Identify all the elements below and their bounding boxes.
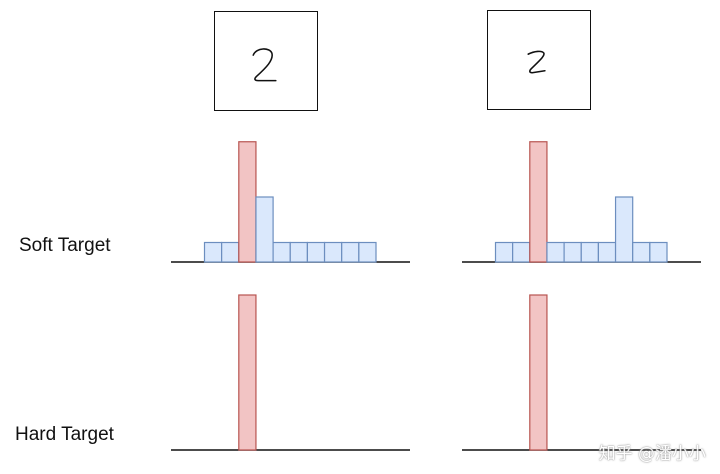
hard-target-label: Hard Target — [15, 424, 114, 445]
bar-class-3 — [546, 241, 565, 263]
bar-class-2 — [238, 294, 257, 451]
bar-class-5 — [289, 241, 308, 263]
bar-class-9 — [358, 241, 377, 263]
bar-class-7 — [614, 196, 634, 263]
handwritten-digit-2-right — [527, 50, 546, 74]
digit-image-left — [214, 11, 318, 111]
chart-right-hard-target — [462, 294, 701, 451]
bar-class-1 — [512, 241, 531, 263]
handwritten-digit-2-left — [252, 48, 277, 82]
bar-class-6 — [597, 241, 617, 263]
bar-class-4 — [272, 241, 291, 263]
bar-class-8 — [632, 241, 651, 263]
chart-right-soft-target — [462, 141, 701, 263]
bar-class-6 — [306, 241, 326, 263]
bar-class-2 — [529, 294, 548, 451]
digit-image-right — [487, 10, 591, 110]
bar-class-5 — [580, 241, 599, 263]
chart-left-hard-target — [171, 294, 410, 451]
bar-class-0 — [494, 241, 514, 263]
bar-class-0 — [203, 241, 223, 263]
bar-class-4 — [563, 241, 582, 263]
bar-class-3 — [255, 196, 274, 263]
bar-class-9 — [649, 241, 668, 263]
watermark: 知乎 @潘小小 — [598, 444, 706, 464]
bar-class-2 — [529, 141, 548, 263]
chart-left-soft-target — [171, 141, 410, 263]
bar-class-8 — [341, 241, 360, 263]
soft-target-label: Soft Target — [19, 235, 111, 256]
bar-class-1 — [221, 241, 240, 263]
bar-class-7 — [323, 241, 343, 263]
bar-class-2 — [238, 141, 257, 263]
